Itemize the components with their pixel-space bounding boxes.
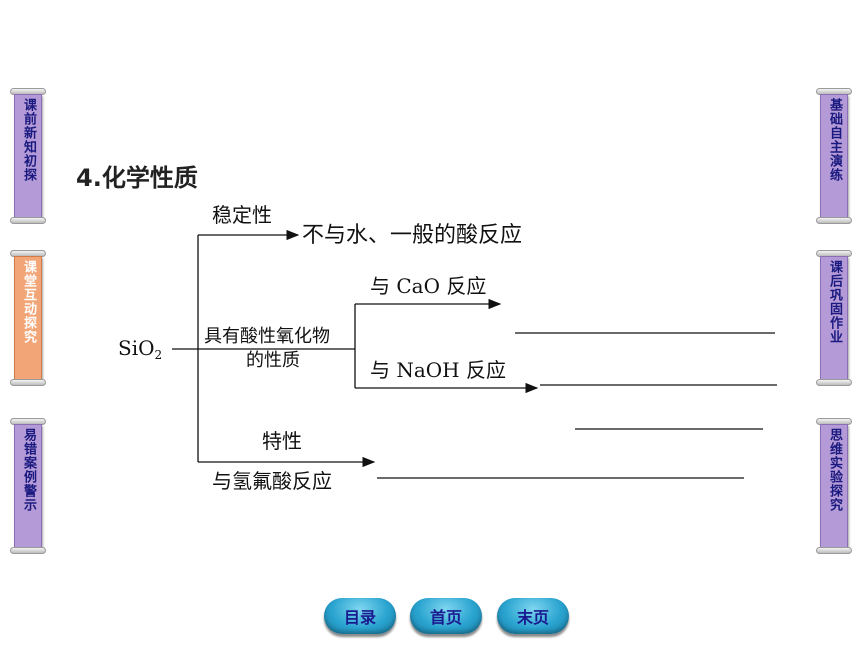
tab-classroom-interaction[interactable]: 课堂互动探究: [10, 250, 46, 386]
tab-label: 思维实验探究: [827, 428, 842, 512]
tab-label: 基础自主演练: [827, 98, 842, 182]
tab-error-cases[interactable]: 易错案例警示: [10, 418, 46, 554]
acidic-oxide-label-line2: 的性质: [246, 350, 300, 371]
acidic-oxide-label-line1: 具有酸性氧化物: [204, 326, 330, 347]
tab-label: 课后巩固作业: [827, 260, 842, 344]
stability-result-label: 不与水、一般的酸反应: [302, 223, 523, 248]
root-label: SiO2: [118, 336, 163, 362]
tab-label: 课堂互动探究: [21, 260, 36, 344]
section-title: 4.化学性质: [76, 164, 198, 192]
cao-reaction-label: 与 CaO 反应: [370, 274, 487, 298]
tab-prelesson-knowledge[interactable]: 课前新知初探: [10, 88, 46, 224]
hf-reaction-label: 与氢氟酸反应: [212, 469, 332, 493]
toc-button[interactable]: 目录: [324, 598, 396, 634]
tab-label: 课前新知初探: [21, 98, 36, 182]
tab-homework[interactable]: 课后巩固作业: [816, 250, 852, 386]
tab-label: 易错案例警示: [21, 428, 36, 512]
stability-label: 稳定性: [212, 203, 272, 227]
special-property-label: 特性: [262, 429, 302, 453]
tab-basic-practice[interactable]: 基础自主演练: [816, 88, 852, 224]
tab-thinking-experiment[interactable]: 思维实验探究: [816, 418, 852, 554]
naoh-reaction-label: 与 NaOH 反应: [370, 358, 506, 382]
last-page-button[interactable]: 末页: [497, 598, 569, 634]
first-page-button[interactable]: 首页: [410, 598, 482, 634]
